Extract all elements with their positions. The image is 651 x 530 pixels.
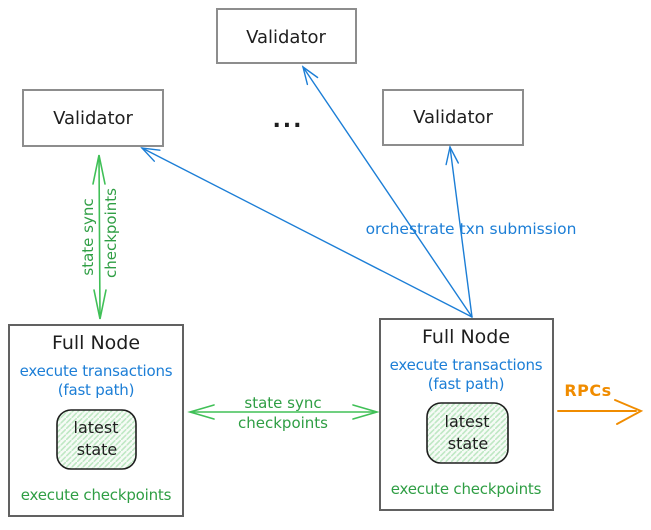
orchestrate-label: orchestrate txn submission [366,220,577,238]
state-sync-left-label-2: checkpoints [102,188,120,278]
state-sync-left-line [98,155,101,319]
state-sync-middle-head-right [352,404,380,420]
fullnode-left-latest-state-box [56,409,137,470]
arrow-to-validator-left-head [140,147,161,162]
fullnode-right-state: state [448,434,489,453]
state-sync-left-label-1: state sync [79,198,97,275]
validator-right-label: Validator [413,107,493,128]
validator-top: Validator [216,8,357,64]
rpcs-label: RPCs [564,381,611,400]
arrow-to-validator-right-head [445,144,459,166]
arrow-to-validator-top [302,66,473,318]
fullnode-right-latest-state-box [426,402,509,464]
arrow-to-validator-top-head [301,65,319,86]
validator-top-label: Validator [246,27,326,48]
fullnode-left-state: state [77,440,118,459]
rpcs-head [614,399,644,425]
state-sync-middle-head-left [187,404,215,420]
orchestrate-arrows: orchestrate txn submission [140,65,577,318]
validator-left-label: Validator [53,108,133,129]
fullnode-right-exec-transactions: execute transactions [390,356,543,374]
fullnode-right-latest: latest [445,412,490,431]
state-sync-middle-label-2: checkpoints [238,414,328,432]
validator-left-box [22,89,164,147]
validator-right: Validator [382,89,524,146]
fullnode-right-fast-path: (fast path) [428,375,505,393]
arrow-to-validator-left [141,147,473,318]
fullnode-left-latest: latest [74,418,119,437]
state-sync-left-head-bottom [93,289,107,320]
state-sync-left-arrow: state sync checkpoints [79,154,120,320]
fullnode-left-exec-checkpoints: execute checkpoints [21,486,172,504]
validator-left: Validator [22,89,164,147]
fullnode-left-title: Full Node [52,332,140,354]
fullnode-right-title: Full Node [422,326,510,348]
state-sync-middle-label-1: state sync [244,394,321,412]
fullnode-right: Full Node execute transactions (fast pat… [379,318,554,511]
fullnode-left: Full Node execute transactions (fast pat… [8,324,184,517]
state-sync-left-head-top [92,154,106,185]
state-sync-middle-arrow: state sync checkpoints [187,394,380,432]
fullnode-right-exec-checkpoints: execute checkpoints [391,480,542,498]
arrow-to-validator-right [449,146,473,318]
fullnode-left-fast-path: (fast path) [58,381,135,399]
validator-right-box [382,89,524,146]
validator-top-box [216,8,357,64]
fullnode-left-exec-transactions: execute transactions [20,362,173,380]
rpcs-arrow: RPCs [557,381,644,425]
validators-ellipsis: ... [272,108,303,133]
